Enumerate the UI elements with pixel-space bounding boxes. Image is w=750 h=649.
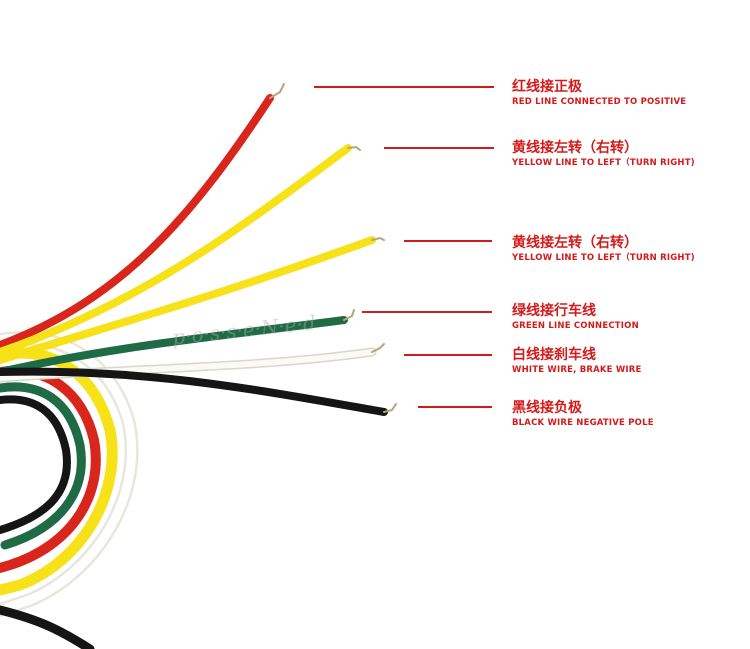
label-white-en: WHITE WIRE, BRAKE WIRE bbox=[512, 365, 642, 375]
red-wire bbox=[0, 94, 274, 349]
yellow-wire-2 bbox=[0, 236, 376, 364]
yellow-wire-1 bbox=[0, 144, 352, 356]
label-black-zh: 黑线接负极 bbox=[512, 400, 582, 416]
coil-black bbox=[0, 395, 71, 534]
label-yellow-2-en: YELLOW LINE TO LEFT（TURN RIGHT) bbox=[512, 253, 695, 263]
leader-line-yellow-1 bbox=[384, 147, 494, 149]
label-yellow-1: 黄线接左转（右转） YELLOW LINE TO LEFT（TURN RIGHT… bbox=[512, 139, 695, 169]
label-red-zh: 红线接正极 bbox=[512, 79, 582, 95]
label-yellow-2-zh: 黄线接左转（右转） bbox=[512, 235, 638, 251]
green-wire bbox=[0, 316, 348, 376]
green-wire-tip bbox=[343, 309, 355, 321]
label-green-zh: 绿线接行车线 bbox=[512, 303, 596, 319]
leader-line-red bbox=[314, 86, 494, 88]
leader-line-yellow-2 bbox=[404, 240, 492, 242]
label-green: 绿线接行车线 GREEN LINE CONNECTION bbox=[512, 302, 639, 332]
label-white-zh: 白线接刹车线 bbox=[512, 347, 596, 363]
leader-line-white bbox=[404, 354, 492, 356]
red-wire-tip bbox=[269, 83, 285, 99]
leader-line-green bbox=[362, 311, 492, 313]
label-red-en: RED LINE CONNECTED TO POSITIVE bbox=[512, 97, 687, 107]
black-wire-tip bbox=[383, 403, 397, 413]
label-black: 黑线接负极 BLACK WIRE NEGATIVE POLE bbox=[512, 399, 654, 429]
coil-black-outer bbox=[0, 605, 95, 649]
yellow-wire-2-tip bbox=[371, 236, 385, 241]
label-yellow-1-en: YELLOW LINE TO LEFT（TURN RIGHT) bbox=[512, 158, 695, 168]
label-red: 红线接正极 RED LINE CONNECTED TO POSITIVE bbox=[512, 78, 686, 108]
yellow-wire-1-tip bbox=[347, 145, 361, 151]
leader-line-black bbox=[418, 406, 492, 408]
white-wire-tip bbox=[371, 343, 385, 353]
coil-green bbox=[0, 382, 86, 550]
label-yellow-2: 黄线接左转（右转） YELLOW LINE TO LEFT（TURN RIGHT… bbox=[512, 234, 695, 264]
label-green-en: GREEN LINE CONNECTION bbox=[512, 321, 639, 331]
label-black-en: BLACK WIRE NEGATIVE POLE bbox=[512, 418, 654, 428]
label-white: 白线接刹车线 WHITE WIRE, BRAKE WIRE bbox=[512, 346, 642, 376]
label-yellow-1-zh: 黄线接左转（右转） bbox=[512, 140, 638, 156]
black-wire bbox=[0, 367, 388, 416]
